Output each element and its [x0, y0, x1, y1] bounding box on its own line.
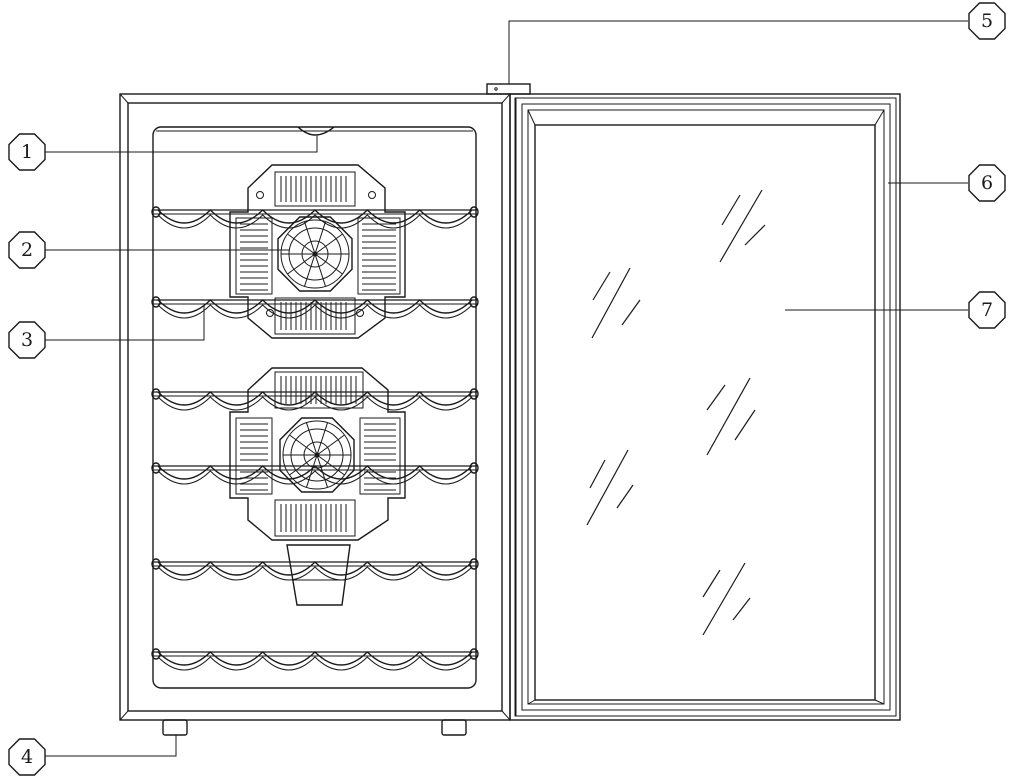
callout-7: 7 — [968, 291, 1006, 329]
fan-unit-lower — [229, 367, 406, 606]
leader-lines — [45, 20, 968, 757]
callout-6: 6 — [968, 164, 1006, 202]
callout-1: 1 — [8, 133, 46, 171]
door — [509, 93, 901, 721]
leader-3 — [45, 306, 205, 341]
callout-2: 2 — [8, 231, 46, 269]
interior-light — [297, 126, 335, 136]
leader-1 — [45, 136, 318, 153]
glass-reflections — [586, 189, 766, 636]
fan-icon-upper — [277, 216, 353, 292]
control-panel — [486, 83, 531, 95]
callout-number: 6 — [981, 172, 993, 194]
callout-number: 1 — [21, 141, 33, 163]
callout-number: 5 — [981, 10, 993, 32]
callout-3: 3 — [8, 321, 46, 359]
callout-4: 4 — [8, 738, 46, 776]
wire-shelves — [151, 206, 479, 671]
fan-unit-upper — [229, 164, 406, 339]
cabinet — [119, 93, 511, 721]
leveling-foot-right — [441, 719, 467, 736]
callout-number: 4 — [21, 746, 33, 768]
callout-number: 2 — [21, 239, 33, 261]
callout-number: 7 — [981, 299, 993, 321]
leveling-foot-left — [162, 719, 188, 736]
callout-number: 3 — [21, 329, 33, 351]
fan-icon-lower — [279, 417, 355, 493]
leader-5 — [508, 20, 968, 84]
callout-5: 5 — [968, 2, 1006, 40]
leader-4 — [45, 735, 177, 757]
